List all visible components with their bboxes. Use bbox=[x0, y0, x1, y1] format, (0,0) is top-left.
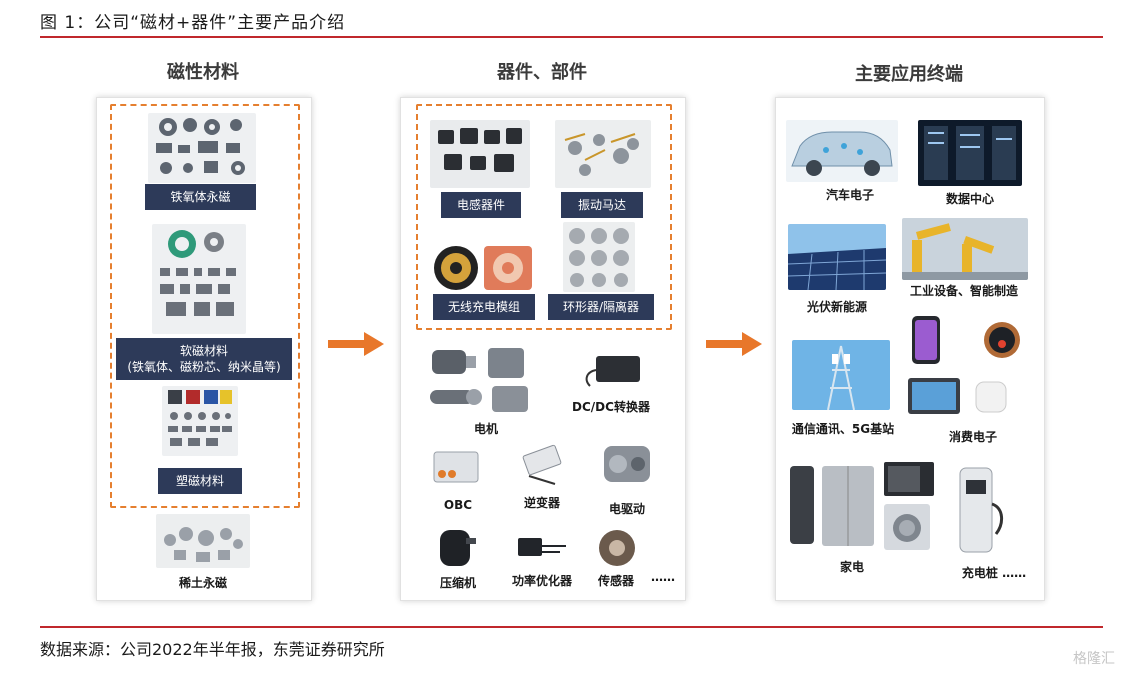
label-plastic-magnet: 塑磁材料 bbox=[158, 468, 242, 494]
e-drive-image bbox=[598, 440, 656, 488]
label-consumer-electronics: 消费电子 bbox=[948, 430, 997, 444]
soft-magnetic-line-1: 软磁材料 (铁氧体、磁粉芯、纳米晶等) bbox=[127, 344, 281, 374]
label-ferrite-permanent-magnet: 铁氧体永磁 bbox=[145, 184, 256, 210]
auto-electronics-image bbox=[786, 120, 898, 182]
terminals-title: 主要应用终端 bbox=[855, 64, 963, 85]
label-electric-drive: 电驱动 bbox=[608, 502, 645, 516]
charging-pile-image bbox=[950, 464, 1006, 556]
power-optimizer-image bbox=[510, 528, 572, 568]
flow-arrow-1 bbox=[328, 332, 384, 356]
materials-title: 磁性材料 bbox=[167, 62, 239, 83]
label-dcdc-converter: DC/DC转换器 bbox=[572, 400, 650, 414]
motor-image bbox=[426, 344, 536, 420]
plastic-magnet-image bbox=[162, 386, 238, 456]
label-telecom: 通信通讯、5G基站 bbox=[791, 422, 895, 436]
source-note: 数据来源：公司2022年半年报，东莞证券研究所 bbox=[40, 640, 385, 659]
label-home-appliance: 家电 bbox=[839, 560, 864, 574]
label-vibration-motor: 振动马达 bbox=[561, 192, 643, 218]
label-inverter: 逆变器 bbox=[523, 496, 560, 510]
watermark-logo: 格隆汇 bbox=[1073, 651, 1115, 667]
wireless-charging-image bbox=[432, 244, 536, 292]
label-power-optimizer: 功率优化器 bbox=[511, 574, 572, 588]
data-center-image bbox=[918, 120, 1022, 186]
bottom-rule bbox=[40, 626, 1103, 628]
inverter-image bbox=[515, 440, 569, 490]
compressor-image bbox=[432, 524, 480, 572]
label-compressor: 压缩机 bbox=[439, 576, 476, 590]
label-rare-earth-magnet: 稀土永磁 bbox=[178, 576, 227, 590]
label-devices-more: …… bbox=[651, 570, 675, 584]
circulator-image bbox=[563, 222, 635, 292]
label-photovoltaic: 光伏新能源 bbox=[806, 300, 867, 314]
devices-title: 器件、部件 bbox=[497, 62, 587, 83]
label-inductor: 电感器件 bbox=[441, 192, 521, 218]
ferrite-magnet-image bbox=[148, 113, 256, 183]
obc-image bbox=[428, 444, 486, 490]
label-auto-electronics: 汽车电子 bbox=[825, 188, 874, 202]
figure-title: 图 1：公司“磁材+器件”主要产品介绍 bbox=[40, 13, 346, 33]
inductor-image bbox=[430, 120, 530, 188]
label-soft-magnetic-materials: 软磁材料 (铁氧体、磁粉芯、纳米晶等) bbox=[116, 338, 292, 380]
label-charging-pile: 充电桩 …… bbox=[961, 566, 1027, 580]
label-wireless-charging: 无线充电模组 bbox=[433, 294, 535, 320]
materials-dashed-frame bbox=[110, 104, 300, 508]
devices-dashed-frame bbox=[416, 104, 672, 330]
consumer-electronics-image bbox=[906, 312, 1028, 422]
label-motor: 电机 bbox=[473, 422, 498, 436]
label-sensor: 传感器 bbox=[597, 574, 634, 588]
label-industrial: 工业设备、智能制造 bbox=[909, 284, 1018, 298]
soft-magnetic-image bbox=[152, 224, 246, 334]
dcdc-image bbox=[582, 350, 644, 390]
label-circulator-isolator: 环形器/隔离器 bbox=[548, 294, 654, 320]
telecom-image bbox=[792, 340, 890, 410]
home-appliance-image bbox=[788, 460, 936, 554]
flow-arrow-2 bbox=[706, 332, 762, 356]
label-obc: OBC bbox=[443, 498, 473, 512]
industrial-image bbox=[902, 218, 1028, 280]
sensor-image bbox=[593, 526, 641, 570]
label-data-center: 数据中心 bbox=[945, 192, 994, 206]
rare-earth-magnet-image bbox=[156, 514, 250, 568]
vibration-motor-image bbox=[555, 120, 651, 188]
top-rule bbox=[40, 36, 1103, 38]
photovoltaic-image bbox=[788, 224, 886, 290]
